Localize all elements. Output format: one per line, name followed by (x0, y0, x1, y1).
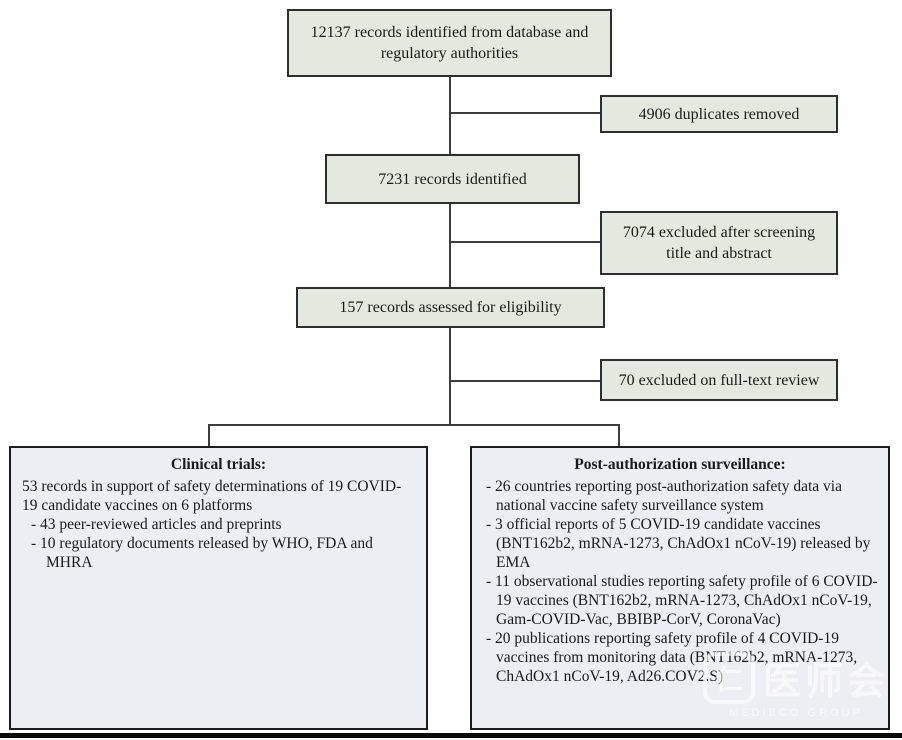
eligibility-assessed-text: 157 records assessed for eligibility (339, 299, 562, 316)
excluded-screening-box: 7074 excluded after screening title and … (600, 211, 838, 275)
records-identified-box: 12137 records identified from database a… (287, 9, 612, 77)
excluded-fulltext-text: 70 excluded on full-text review (618, 371, 820, 389)
bottom-divider-bar (0, 733, 902, 738)
clinical-item: - 43 peer-reviewed articles and preprint… (31, 516, 282, 533)
connector-splitter-horizontal (208, 424, 620, 426)
clinical-trials-box: Clinical trials: 53 records in support o… (9, 446, 428, 730)
records-identified-text: 12137 records identified from database a… (310, 24, 589, 62)
duplicates-removed-text: 4906 duplicates removed (638, 105, 800, 123)
surveillance-item: - 11 observational studies reporting saf… (486, 573, 878, 628)
duplicates-removed-box: 4906 duplicates removed (600, 95, 838, 133)
surveillance-item: - 20 publications reporting safety profi… (486, 630, 858, 685)
clinical-trials-body: 53 records in support of safety determin… (11, 477, 426, 572)
connector-branch-screening (450, 241, 600, 243)
connector-drop-right (618, 424, 620, 447)
surveillance-item: - 26 countries reporting post-authorizat… (486, 478, 842, 514)
connector-branch-fulltext (450, 380, 600, 382)
eligibility-assessed-box: 157 records assessed for eligibility (296, 287, 605, 328)
connector-branch-duplicates (450, 112, 600, 114)
surveillance-title: Post-authorization surveillance: (574, 456, 786, 473)
excluded-screening-text: 7074 excluded after screening title and … (622, 224, 816, 262)
surveillance-item: - 3 official reports of 5 COVID-19 candi… (486, 516, 871, 571)
clinical-trials-title: Clinical trials: (170, 456, 267, 473)
excluded-fulltext-box: 70 excluded on full-text review (600, 359, 838, 401)
clinical-item: 53 records in support of safety determin… (22, 478, 402, 514)
records-after-dedup-box: 7231 records identified (325, 154, 580, 204)
surveillance-box: Post-authorization surveillance: - 26 co… (470, 446, 890, 730)
clinical-item: - 10 regulatory documents released by WH… (31, 535, 373, 571)
connector-drop-left (208, 424, 210, 447)
surveillance-body: - 26 countries reporting post-authorizat… (472, 477, 888, 686)
connector-spine-vertical (449, 77, 451, 425)
records-after-dedup-text: 7231 records identified (378, 170, 527, 188)
